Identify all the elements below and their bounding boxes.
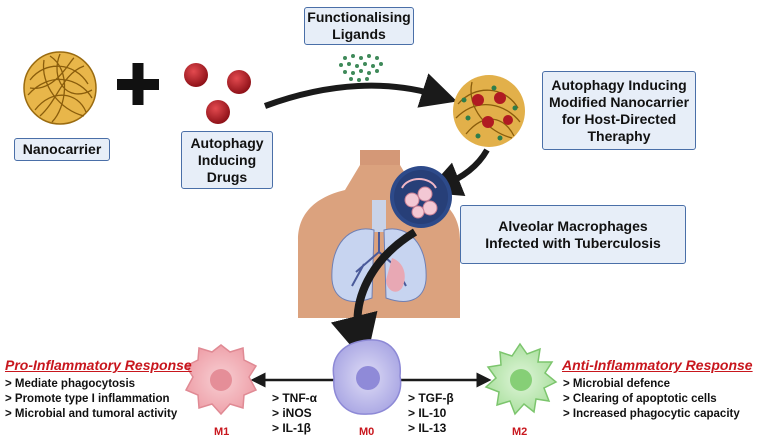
anti-inflammatory-list: > Microbial defence > Clearing of apopto… [563, 377, 740, 422]
anti-item: > Microbial defence [563, 378, 671, 390]
alveolar-macrophages-box: Alveolar Macrophages Infected with Tuber… [460, 205, 686, 264]
arrow-to-modified [263, 73, 458, 109]
nanocarrier-icon [23, 51, 97, 125]
m2-cytokines: > TGF-β > IL-10 > IL-13 [408, 391, 454, 436]
modified-nanocarrier-icon [453, 75, 525, 147]
pro-item: > Promote type I inflammation [5, 393, 170, 405]
m2-label: M2 [512, 426, 528, 438]
alveoli-zoom-icon [390, 166, 452, 228]
m0-macrophage-icon [332, 339, 402, 415]
m1-macrophage-icon [184, 344, 258, 416]
cytokine-item: > IL-10 [408, 406, 447, 420]
cytokine-item: > TGF-β [408, 391, 454, 405]
m0-label: M0 [359, 426, 375, 438]
anti-inflammatory-title: Anti-Inflammatory Response [562, 357, 753, 373]
ligands-box: Functionalising Ligands [304, 7, 414, 45]
nanocarrier-box: Nanocarrier [14, 138, 110, 161]
m1-label: M1 [214, 426, 230, 438]
arrow-to-lungs [425, 148, 490, 197]
m1-cytokines: > TNF-α > iNOS > IL-1β [272, 391, 317, 436]
m2-macrophage-icon [484, 342, 558, 416]
cytokine-item: > IL-1β [272, 421, 311, 435]
cytokine-item: > iNOS [272, 406, 312, 420]
plus-icon [117, 63, 159, 105]
pro-item: > Microbial and tumoral activity [5, 408, 178, 420]
pro-inflammatory-list: > Mediate phagocytosis > Promote type I … [5, 377, 177, 422]
pro-inflammatory-title: Pro-Inflammatory Response [5, 357, 192, 373]
arrow-to-m0 [330, 228, 418, 364]
pro-item: > Mediate phagocytosis [5, 378, 136, 390]
anti-item: > Increased phagocytic capacity [563, 408, 740, 420]
ligands-icon [339, 54, 383, 82]
anti-item: > Clearing of apoptotic cells [563, 393, 717, 405]
modified-nanocarrier-box: Autophagy Inducing Modified Nanocarrier … [542, 71, 696, 150]
drugs-box: Autophagy Inducing Drugs [181, 131, 273, 189]
cytokine-item: > IL-13 [408, 421, 447, 435]
drug-spheres-icon [184, 63, 251, 124]
cytokine-item: > TNF-α [272, 391, 318, 405]
